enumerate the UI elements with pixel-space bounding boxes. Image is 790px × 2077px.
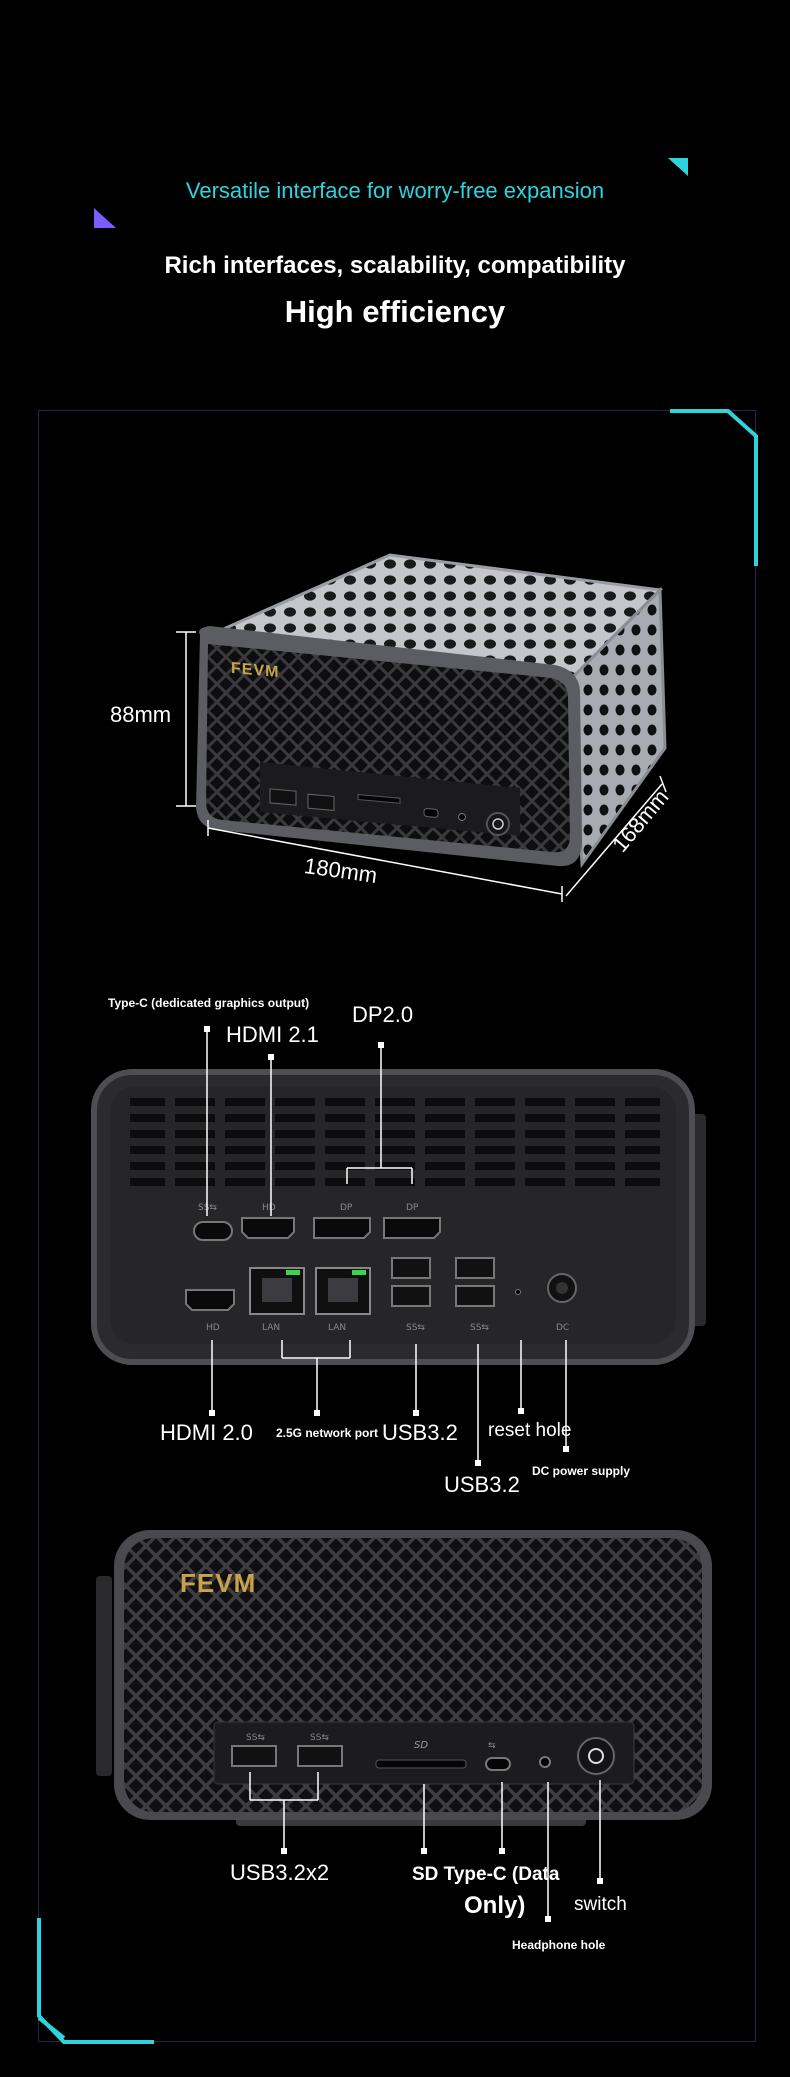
label-headphone: Headphone hole — [512, 1938, 606, 1952]
corner-accent-purple — [94, 208, 116, 228]
label-typec-graphics: Type-C (dedicated graphics output) — [108, 996, 310, 1010]
label-switch: switch — [574, 1894, 627, 1915]
rear-callout-lines — [204, 1026, 569, 1466]
label-dp-2-0: DP2.0 — [352, 1002, 414, 1027]
svg-text:SS⇆: SS⇆ — [310, 1733, 329, 1743]
section-title-line2: High efficiency — [284, 294, 506, 329]
svg-text:HD: HD — [262, 1203, 276, 1213]
device-isometric-image — [196, 553, 667, 869]
label-front-usb: USB3.2x2 — [230, 1860, 330, 1885]
corner-accent-cyan — [668, 158, 688, 176]
svg-text:SS⇆: SS⇆ — [470, 1323, 489, 1333]
label-usb32-rear-2: USB3.2 — [444, 1472, 520, 1497]
content-frame — [38, 410, 756, 2042]
section-title-line1: Rich interfaces, scalability, compatibil… — [164, 252, 626, 279]
device-logo-front: FEVM — [180, 1568, 257, 1598]
svg-text:SS⇆: SS⇆ — [246, 1733, 265, 1743]
label-sd-typec-cont: Only) — [464, 1892, 526, 1919]
label-network-port: 2.5G network port — [276, 1426, 379, 1440]
svg-text:LAN: LAN — [328, 1323, 346, 1333]
dimension-lines — [176, 631, 667, 902]
label-sd-typec: SD Type-C (Data — [412, 1864, 560, 1885]
svg-text:SS⇆: SS⇆ — [406, 1323, 425, 1333]
svg-text:HD: HD — [206, 1323, 220, 1333]
frame-accent-bottom-left — [37, 1918, 154, 2044]
device-rear-panel-image: SS⇆ HD DP DP HD LAN LAN SS⇆ SS⇆ DC — [91, 1069, 706, 1365]
label-hdmi-2-1: HDMI 2.1 — [226, 1022, 319, 1047]
section-subtitle: Versatile interface for worry-free expan… — [185, 178, 605, 203]
label-hdmi-2-0: HDMI 2.0 — [160, 1420, 253, 1445]
front-callout-lines — [249, 1772, 603, 1922]
device-front-panel-image: SS⇆ SS⇆ SD ⇆ — [96, 1530, 712, 1826]
label-reset-hole: reset hole — [488, 1420, 572, 1441]
svg-text:DP: DP — [340, 1203, 353, 1213]
frame-accent-top-right — [670, 409, 758, 566]
label-usb32-rear-1: USB3.2 — [382, 1420, 458, 1445]
svg-text:⇆: ⇆ — [488, 1741, 496, 1751]
svg-text:DP: DP — [406, 1203, 419, 1213]
dimension-height: 88mm — [110, 702, 172, 727]
svg-text:DC: DC — [556, 1323, 569, 1333]
svg-text:LAN: LAN — [262, 1323, 280, 1333]
svg-text:SD: SD — [414, 1740, 428, 1751]
label-dc-power: DC power supply — [532, 1464, 631, 1478]
